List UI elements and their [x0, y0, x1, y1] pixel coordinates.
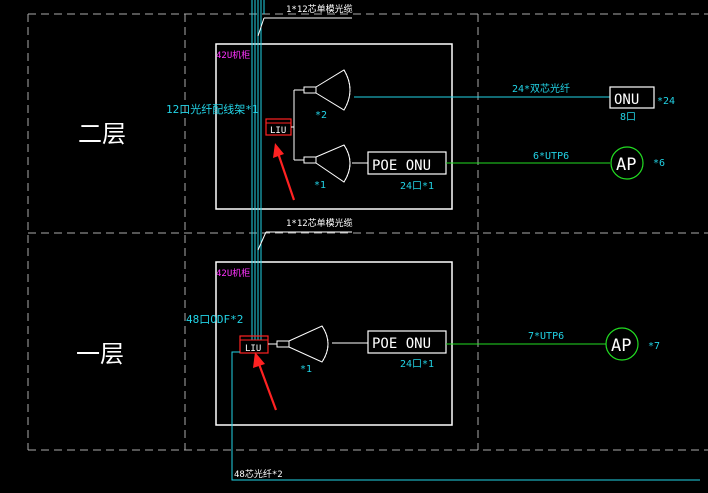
ap-circle-first [605, 327, 639, 361]
splitter-lower-count-second: *1 [314, 180, 326, 191]
floor-label-second: 二层 [78, 120, 126, 148]
middle-trunk-leader [257, 231, 352, 251]
floor-label-first: 一层 [76, 340, 124, 368]
vertical-trunk-cables [251, 0, 265, 340]
odf-label-second: 12口光纤配线架*1 [166, 102, 259, 116]
poe-onu-box-first [367, 330, 447, 354]
utp-link-label-second: 6*UTP6 [533, 151, 569, 162]
ap-label-second: AP [616, 155, 636, 175]
splitter-upper-count-second: *2 [315, 110, 327, 121]
feeder-cable-first [231, 351, 700, 481]
fan-splitter-upper-second [303, 69, 351, 111]
splitter-feed-lines-second [291, 89, 304, 161]
utp-link-label-first: 7*UTP6 [528, 331, 564, 342]
ap-circle-second [610, 146, 644, 180]
poe-onu-label-first: POE ONU [372, 336, 431, 352]
poe-onu-label-second: POE ONU [372, 158, 431, 174]
top-trunk-leader [257, 17, 352, 37]
liu-label-first: LIU [245, 344, 261, 354]
onu-box [609, 86, 655, 109]
liu-label-second: LIU [270, 126, 286, 136]
middle-trunk-cable-label: 1*12芯单模光缆 [286, 217, 353, 229]
ap-count-second: *6 [653, 158, 665, 169]
onu-ports: 8口 [620, 112, 636, 123]
poe-ports-label-first: 24口*1 [400, 359, 434, 370]
onu-count: *24 [657, 96, 675, 107]
ap-count-first: *7 [648, 341, 660, 352]
fan-splitter-lower-second [303, 144, 351, 183]
dashed-grid [27, 13, 708, 451]
feeder-label: 48芯光纤*2 [234, 468, 283, 480]
fan-splitter-first [268, 325, 329, 363]
poe-ports-label-second: 24口*1 [400, 181, 434, 192]
rack-label-second: 42U机柜 [216, 49, 250, 61]
ap-label-first: AP [611, 336, 631, 356]
red-arrow-first [253, 352, 278, 411]
rack-label-first: 42U机柜 [216, 267, 250, 279]
splitter-count-first: *1 [300, 364, 312, 375]
red-arrow-second [273, 143, 296, 201]
odf-label-first: 48口ODF*2 [186, 313, 243, 326]
top-trunk-cable-label: 1*12芯单模光缆 [286, 3, 353, 15]
onu-label: ONU [614, 92, 639, 108]
cabinet-box-second-floor [215, 43, 453, 210]
fiber-link-label: 24*双芯光纤 [512, 82, 570, 95]
